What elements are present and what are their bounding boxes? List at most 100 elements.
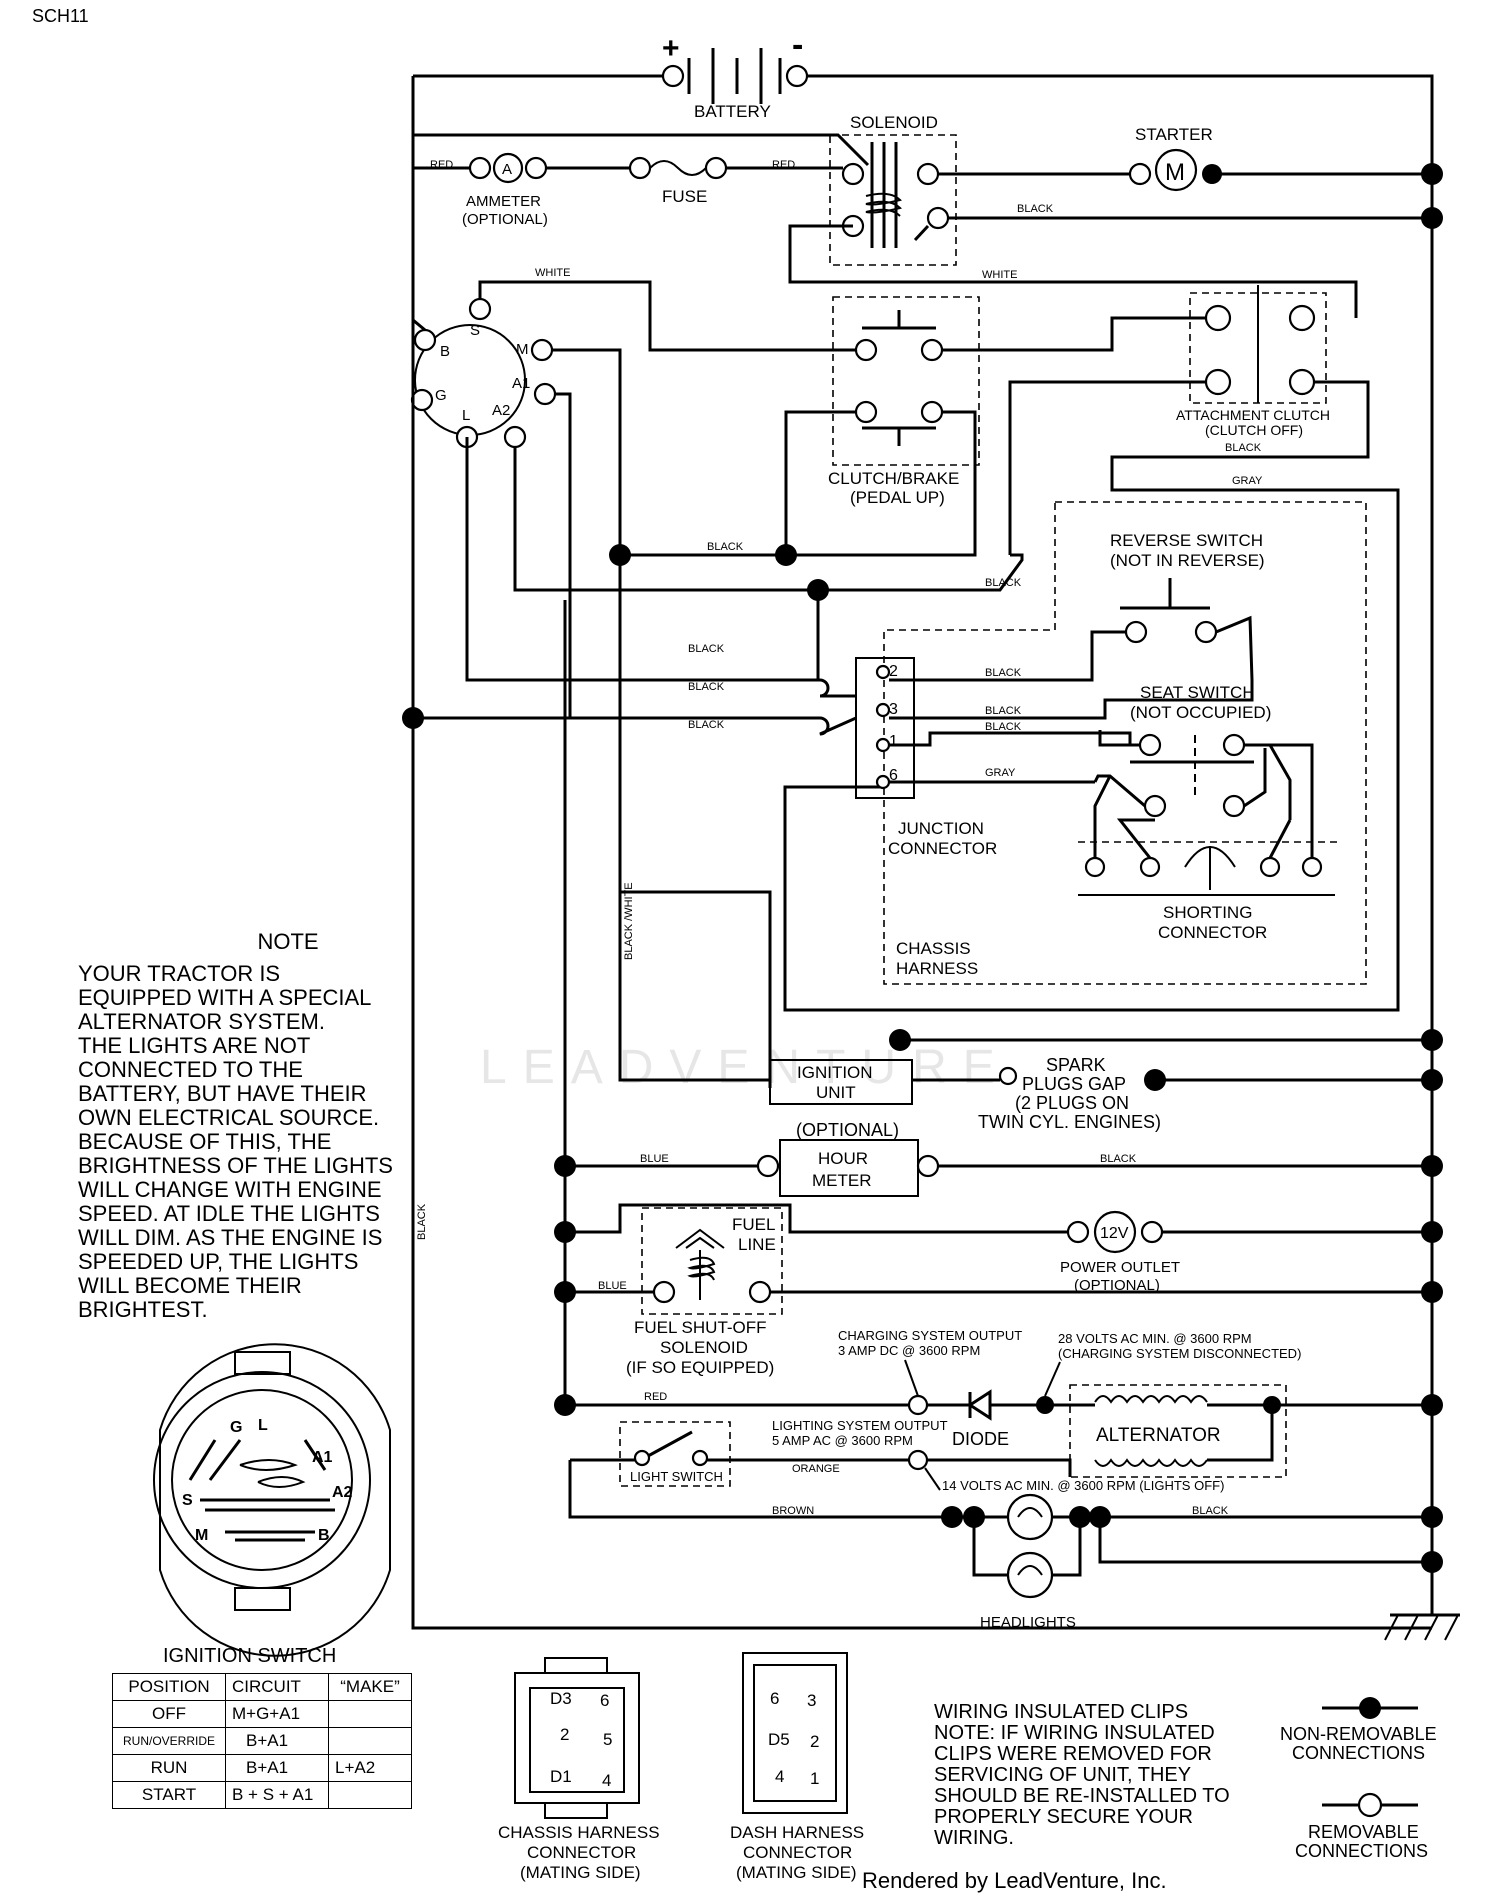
chassis-pin-d1: D1 bbox=[550, 1767, 572, 1786]
starter-symbol: M bbox=[1165, 159, 1185, 186]
junction-label-2: CONNECTOR bbox=[888, 839, 997, 858]
ign-term-G: G bbox=[435, 387, 447, 404]
connection-legend: NON-REMOVABLE CONNECTIONS REMOVABLE CONN… bbox=[1280, 1697, 1437, 1861]
face-label-G: G bbox=[230, 1419, 242, 1436]
dash-harness-connector: 6 3 D5 2 4 1 DASH HARNESS CONNECTOR (MAT… bbox=[730, 1652, 864, 1882]
face-label-B: B bbox=[318, 1527, 330, 1544]
ammeter-symbol: A bbox=[502, 161, 512, 178]
page-code: SCH11 bbox=[32, 6, 89, 26]
row-extra bbox=[328, 1700, 412, 1728]
wire-blue-fuel: BLUE bbox=[598, 1280, 627, 1292]
junction-pin-3: 3 bbox=[889, 701, 898, 718]
wire-brown: BROWN bbox=[772, 1505, 814, 1517]
chassis-pin-2: 2 bbox=[560, 1725, 569, 1744]
note-line-14: WILL BECOME THEIR bbox=[78, 1273, 302, 1298]
wire-black-j3: BLACK bbox=[985, 705, 1022, 717]
row-circuit: B + S + A1 bbox=[225, 1781, 329, 1809]
note-line-4: THE LIGHTS ARE NOT bbox=[78, 1033, 311, 1058]
note-line-10: WILL CHANGE WITH ENGINE bbox=[78, 1177, 382, 1202]
note-line-1: YOUR TRACTOR IS bbox=[78, 961, 281, 986]
row-position: RUN bbox=[112, 1754, 226, 1782]
fuel-solenoid-label-1: FUEL SHUT-OFF bbox=[634, 1318, 767, 1337]
dash-pin-1: 1 bbox=[810, 1769, 819, 1788]
headlights-label: HEADLIGHTS bbox=[980, 1614, 1076, 1631]
spark-plugs-label-2: PLUGS GAP bbox=[1022, 1074, 1126, 1094]
face-label-L: L bbox=[258, 1417, 268, 1434]
spark-plugs-label-3: (2 PLUGS ON bbox=[1015, 1093, 1129, 1113]
battery-plus: + bbox=[662, 32, 680, 65]
wire-gray-attach: GRAY bbox=[1232, 475, 1263, 487]
ign-term-S: S bbox=[470, 322, 480, 339]
clutch-brake-switch: CLUTCH/BRAKE (PEDAL UP) BLACK bbox=[609, 296, 1208, 566]
battery-label: BATTERY bbox=[694, 102, 771, 121]
ammeter-label-2: (OPTIONAL) bbox=[462, 211, 548, 228]
clutch-brake-label-1: CLUTCH/BRAKE bbox=[828, 469, 959, 488]
lighting-output-1: LIGHTING SYSTEM OUTPUT bbox=[772, 1418, 948, 1433]
chassis-pin-6: 6 bbox=[600, 1691, 609, 1710]
note-line-5: CONNECTED TO THE bbox=[78, 1057, 303, 1082]
chassis-pin-4: 4 bbox=[602, 1771, 611, 1790]
table-header-row: POSITION CIRCUIT “MAKE” bbox=[112, 1673, 412, 1701]
wire-black-h1: BLACK bbox=[688, 643, 725, 655]
seat-switch-label-1: SEAT SWITCH bbox=[1140, 683, 1255, 702]
ignition-switch-face: G L A1 S A2 M B IGNITION SWITCH bbox=[153, 1343, 391, 1667]
attachment-clutch-switch: ATTACHMENT CLUTCH (CLUTCH OFF) BLACK GRA… bbox=[783, 285, 1400, 1012]
ign-term-M: M bbox=[516, 341, 529, 358]
fuse: FUSE RED bbox=[546, 156, 843, 206]
seat-switch: SEAT SWITCH (NOT OCCUPIED) bbox=[1093, 683, 1292, 820]
wire-red-charge: RED bbox=[644, 1391, 667, 1403]
spark-plugs-label-4: TWIN CYL. ENGINES) bbox=[978, 1112, 1161, 1132]
wire-black-left: BLACK bbox=[416, 1203, 428, 1240]
clips-note: WIRING INSULATED CLIPS NOTE: IF WIRING I… bbox=[934, 1701, 1230, 1849]
ignition-unit-label-1: IGNITION bbox=[797, 1063, 873, 1082]
wire-black-hour: BLACK bbox=[1100, 1153, 1137, 1165]
ammeter-label-1: AMMETER bbox=[466, 193, 541, 210]
row-position: RUN/OVERRIDE bbox=[112, 1727, 226, 1755]
attachment-clutch-label-1: ATTACHMENT CLUTCH bbox=[1176, 407, 1330, 423]
header-position: POSITION bbox=[112, 1673, 226, 1701]
fuel-solenoid-label-3: (IF SO EQUIPPED) bbox=[626, 1358, 774, 1377]
dash-connector-label-1: DASH HARNESS bbox=[730, 1823, 864, 1842]
hour-meter: (OPTIONAL) HOUR METER BLUE BLACK bbox=[554, 1120, 1443, 1197]
note-line-8: BECAUSE OF THIS, THE bbox=[78, 1129, 332, 1154]
charging-system: RED ALTERNATOR DIODE CHARGING SYSTEM OUT… bbox=[554, 1328, 1443, 1478]
ignition-switch-title: IGNITION SWITCH bbox=[163, 1645, 336, 1667]
note-line-12: WILL DIM. AS THE ENGINE IS bbox=[78, 1225, 383, 1250]
charging-output-2: 3 AMP DC @ 3600 RPM bbox=[838, 1343, 980, 1358]
wire-orange: ORANGE bbox=[792, 1463, 840, 1475]
clips-note-line-3: CLIPS WERE REMOVED FOR bbox=[934, 1743, 1212, 1765]
dash-connector-label-2: CONNECTOR bbox=[743, 1843, 852, 1862]
harness-wires: BLACK BLACK BLACK BLACK BLACK BLACK /WHI… bbox=[402, 320, 1432, 1630]
power-outlet-symbol: 12V bbox=[1100, 1225, 1129, 1242]
wire-black-h2: BLACK bbox=[688, 681, 725, 693]
ign-term-A2: A2 bbox=[492, 402, 510, 419]
junction-pin-1: 1 bbox=[889, 733, 898, 750]
alternator-label: ALTERNATOR bbox=[1096, 1425, 1221, 1446]
row-circuit: B+A1 bbox=[225, 1754, 329, 1782]
fuel-solenoid: FUEL LINE FUEL SHUT-OFF SOLENOID (IF SO … bbox=[554, 1203, 1443, 1377]
wire-black-clutch: BLACK bbox=[707, 541, 744, 553]
solenoid: SOLENOID bbox=[829, 113, 957, 266]
starter-label: STARTER bbox=[1135, 125, 1213, 144]
power-outlet-label-2: (OPTIONAL) bbox=[1074, 1277, 1160, 1294]
solenoid-label: SOLENOID bbox=[850, 113, 938, 132]
shorting-connector: SHORTING CONNECTOR bbox=[1078, 743, 1340, 942]
row-extra: L+A2 bbox=[328, 1754, 412, 1782]
charging-ac-2: (CHARGING SYSTEM DISCONNECTED) bbox=[1058, 1346, 1301, 1361]
battery: + - BATTERY bbox=[411, 26, 1434, 1615]
footer-text: Rendered by LeadVenture, Inc. bbox=[862, 1868, 1167, 1893]
chassis-harness-connector: D3 6 2 5 D1 4 CHASSIS HARNESS CONNECTOR … bbox=[498, 1657, 660, 1882]
note-title: NOTE bbox=[257, 929, 319, 954]
table-row: RUN B+A1 L+A2 bbox=[112, 1754, 412, 1782]
hour-meter-label-1: HOUR bbox=[818, 1149, 868, 1168]
shorting-label-1: SHORTING bbox=[1163, 903, 1252, 922]
ammeter: A AMMETER (OPTIONAL) RED bbox=[411, 135, 548, 228]
wire-black-h4: BLACK bbox=[985, 577, 1022, 589]
chassis-pin-d3: D3 bbox=[550, 1689, 572, 1708]
light-switch-label: LIGHT SWITCH bbox=[630, 1469, 723, 1484]
row-circuit: B+A1 bbox=[225, 1727, 329, 1755]
table-row: RUN/OVERRIDE B+A1 bbox=[112, 1727, 412, 1755]
face-label-M: M bbox=[195, 1527, 208, 1544]
dash-pin-3: 3 bbox=[807, 1691, 816, 1710]
reverse-switch-label-2: (NOT IN REVERSE) bbox=[1110, 551, 1265, 570]
